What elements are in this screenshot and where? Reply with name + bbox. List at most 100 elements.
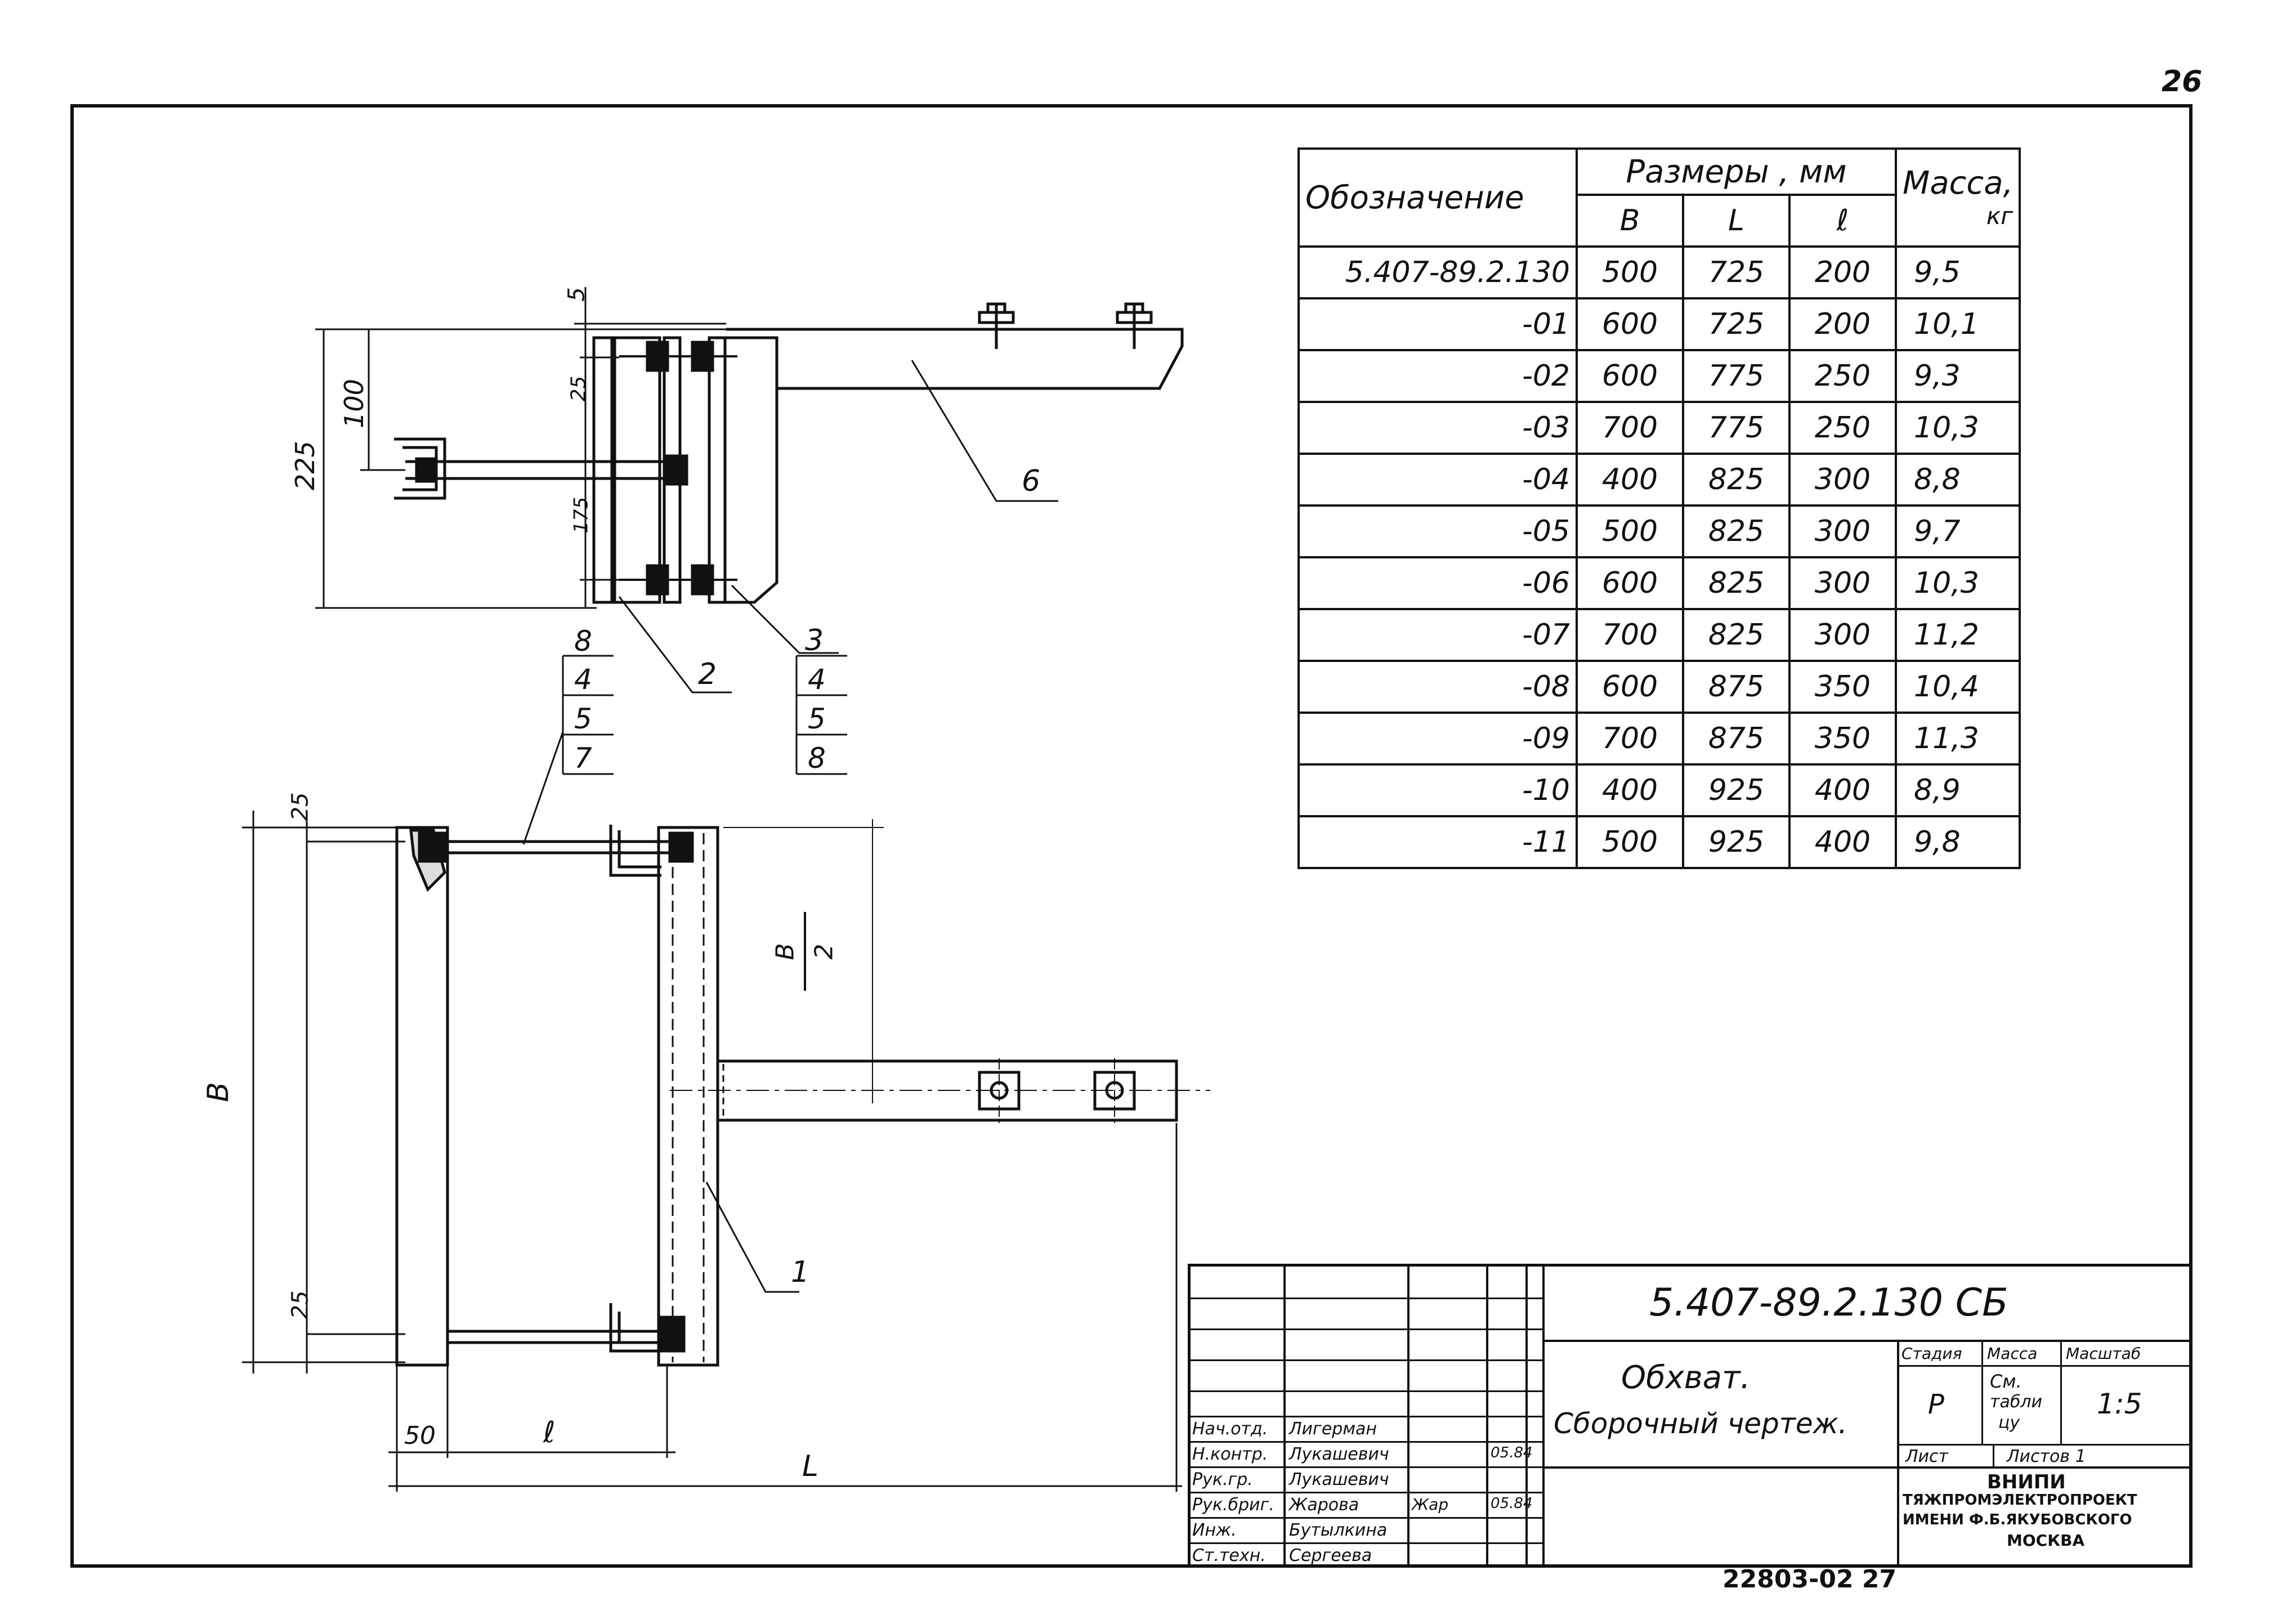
spec-cell-l: 300 [1788,504,1897,558]
spec-cell-mass: 9,5 [1894,245,2021,299]
spec-cell-designation: 5.407-89.2.130 [1297,245,1578,299]
stage-label: Стадия [1901,1344,1962,1363]
dim-b: В [201,1082,235,1102]
spec-cell-l: 400 [1788,763,1897,817]
spec-cell-l: 350 [1788,712,1897,766]
header-designation: Обозначение [1297,147,1578,248]
spec-cell-b: 500 [1576,504,1684,558]
spec-cell-l: 725 [1682,297,1791,351]
spec-cell-designation: -08 [1297,660,1578,714]
header-dimensions: Размеры , мм [1576,147,1897,196]
signer-date: 05.84 [1491,1495,1533,1512]
spec-cell-l: 775 [1682,349,1791,403]
page-number: 26 [2162,65,2203,99]
stack-left-2: 5 [574,703,592,735]
signer-role: Инж. [1192,1520,1237,1540]
doc-name-2: Сборочный чертеж. [1554,1407,1847,1440]
drawing-frame [70,104,2193,1568]
arm-bolt-2 [1116,302,1153,349]
spec-cell-l: 875 [1682,660,1791,714]
side-clamp-a [613,336,661,604]
spec-cell-designation: -02 [1297,349,1578,403]
side-arm [726,328,1184,390]
spec-cell-l: 250 [1788,349,1897,403]
spec-cell-b: 600 [1576,660,1684,714]
signer-role: Нач.отд. [1192,1419,1268,1439]
mass-value-3: цу [1998,1413,2020,1433]
dim-b-half-num: В [771,943,800,960]
stack-right-3: 8 [808,742,826,775]
scale-label: Масштаб [2066,1344,2141,1363]
side-channel [726,336,778,604]
signer-sign: Жар [1412,1495,1449,1514]
callout-stack-left [522,655,614,845]
spec-cell-b: 400 [1576,453,1684,507]
dim-25-side: 25 [567,375,590,402]
spec-cell-l: 925 [1682,815,1791,869]
plan-view [242,811,1210,1492]
footer-code: 22803-02 27 [1722,1565,1897,1594]
callout-3-text: 3 [805,624,824,657]
dim-5: 5 [563,287,590,302]
spec-cell-mass: 10,4 [1894,660,2021,714]
clamp-bolt-bottom [619,564,737,596]
spec-cell-designation: -05 [1297,504,1578,558]
signer-role: Ст.техн. [1192,1546,1266,1565]
stack-right-2: 5 [808,703,826,735]
dim-L: L [802,1449,818,1483]
dim-50: 50 [404,1421,436,1450]
spec-cell-b: 600 [1576,349,1684,403]
dim-175: 175 [570,496,593,534]
side-dim-lines [315,287,726,609]
spec-cell-l: 825 [1682,453,1791,507]
spec-cell-l: 775 [1682,401,1791,455]
spec-cell-designation: -03 [1297,401,1578,455]
dim-225: 225 [289,441,320,490]
org-line-2: ТЯЖПРОМЭЛЕКТРОПРОЕКТ [1903,1492,2137,1509]
header-col-l: ℓ [1788,194,1897,248]
dim-25-plan-bottom: 25 [287,1290,314,1319]
header-mass-label: Масса, [1903,165,2014,202]
plan-channel-right [657,826,719,1367]
stage-value: Р [1928,1389,1944,1420]
spec-cell-l: 200 [1788,245,1897,299]
callout-2: 2 [698,657,717,691]
callout-stack-right [795,655,847,775]
spec-cell-b: 700 [1576,608,1684,662]
spec-cell-l: 925 [1682,763,1791,817]
side-plate-left [592,336,614,604]
side-clamp-c [708,336,727,604]
spec-cell-mass: 11,2 [1894,608,2021,662]
signer-role: Н.контр. [1192,1444,1268,1464]
spec-cell-mass: 11,3 [1894,712,2021,766]
spec-table: Обозначение Размеры , мм Масса, кг В L ℓ… [1297,147,2021,869]
spec-cell-l: 200 [1788,297,1897,351]
spec-cell-b: 500 [1576,815,1684,869]
header-col-L: L [1682,194,1791,248]
spec-cell-b: 600 [1576,556,1684,610]
signer-name: Лигерман [1289,1419,1377,1439]
sheet-label: Лист [1905,1447,1949,1466]
spec-cell-l: 825 [1682,504,1791,558]
spec-cell-mass: 9,3 [1894,349,2021,403]
spec-cell-b: 600 [1576,297,1684,351]
signer-name: Лукашевич [1289,1470,1389,1489]
arm-bolt-1 [978,302,1015,349]
spec-cell-designation: -04 [1297,453,1578,507]
plan-dim-lines [242,811,1182,1492]
mass-value-2: табли [1990,1392,2043,1412]
dim-100: 100 [338,379,369,428]
clamp-bolt-top [619,341,737,372]
spec-cell-mass: 8,8 [1894,453,2021,507]
spec-cell-mass: 10,1 [1894,297,2021,351]
spec-cell-l: 250 [1788,401,1897,455]
